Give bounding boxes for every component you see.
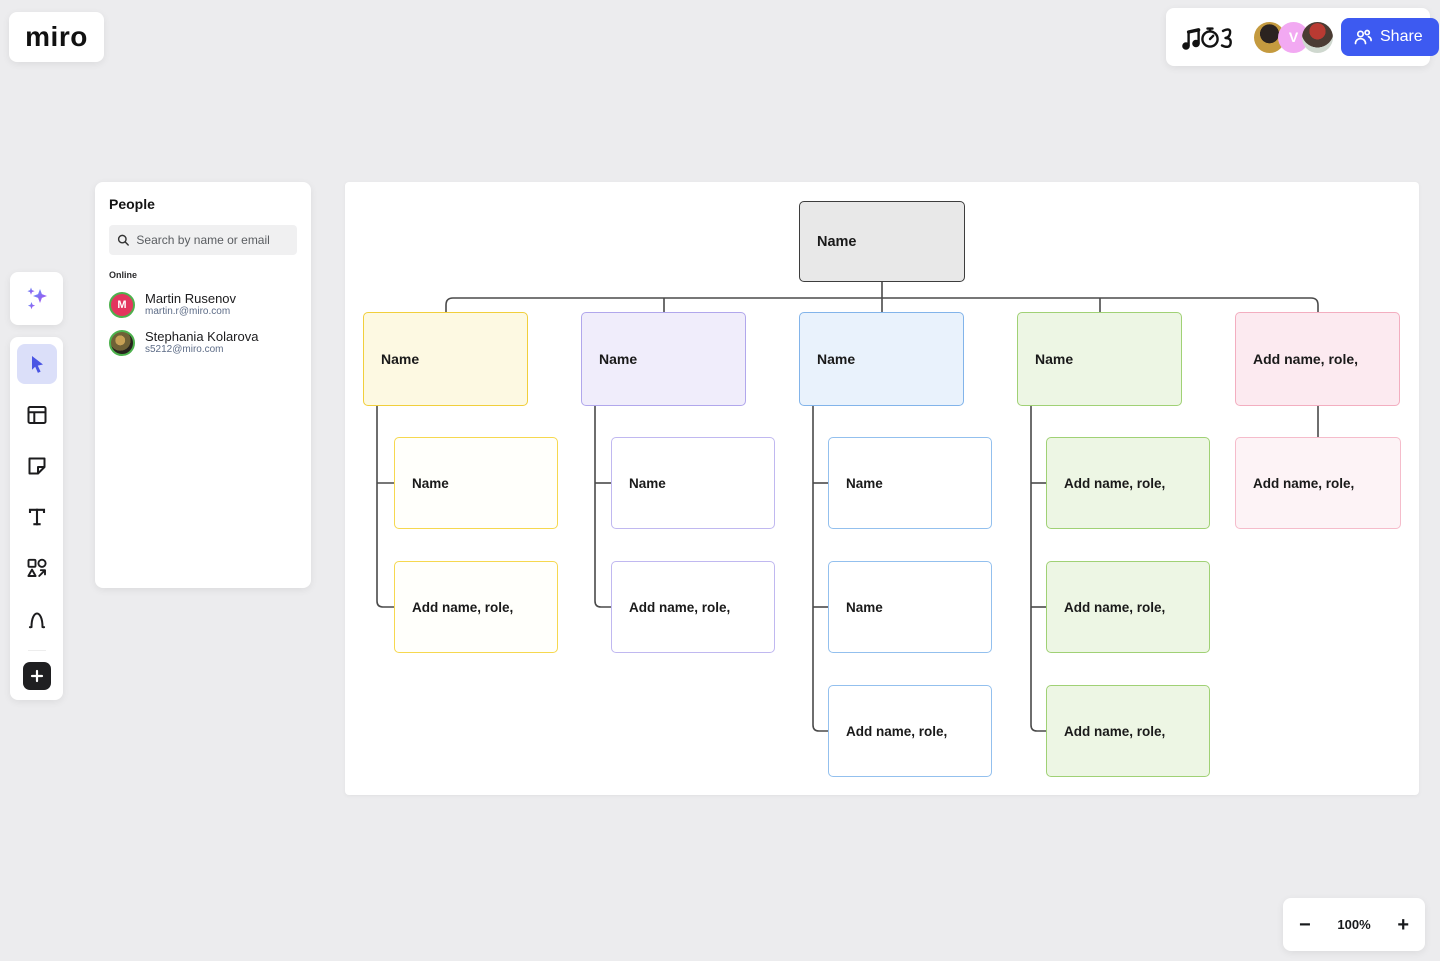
header-right-bar: V Share [1166,8,1439,66]
org-node[interactable]: Add name, role, [1235,312,1400,406]
ai-assistant-button[interactable] [10,272,63,325]
user-row-martin[interactable]: M Martin Rusenov martin.r@miro.com [109,291,297,318]
org-node[interactable]: Name [828,561,992,653]
ai-sparkles-icon [26,287,47,309]
org-node[interactable]: Name [828,437,992,529]
share-button[interactable]: Share [1341,18,1439,56]
people-panel-title: People [109,196,155,212]
org-chart-connectors [376,282,1319,732]
share-button-label: Share [1380,28,1423,45]
toolbar-divider [27,650,46,651]
org-node[interactable]: Name [363,312,528,406]
org-node[interactable]: Add name, role, [394,561,558,653]
user-name: Stephania Kolarova [145,329,259,344]
zoom-in-button[interactable]: + [1397,913,1409,936]
org-node[interactable]: Add name, role, [1235,437,1401,529]
text-tool[interactable] [17,497,57,537]
org-node[interactable]: Add name, role, [828,685,992,777]
user-row-stephania[interactable]: Stephania Kolarova s5212@miro.com [109,329,297,356]
miro-logo-text: miro [25,21,88,52]
org-node[interactable]: Add name, role, [1046,685,1210,777]
miro-logo[interactable]: miro [9,12,104,62]
frames-icon [27,406,46,424]
org-node[interactable]: Add name, role, [1046,561,1210,653]
pen-curve-icon [28,612,45,629]
select-tool[interactable] [16,344,57,384]
org-node[interactable]: Name [1017,312,1182,406]
people-search-box[interactable] [109,225,297,255]
templates-tool[interactable] [17,395,57,435]
search-icon [117,234,129,246]
zoom-controls: − 100% + [1283,898,1425,951]
org-node[interactable]: Name [799,201,965,282]
doodle-music-timer-icon [1182,27,1232,50]
text-icon [28,508,45,526]
avatar [109,329,135,356]
pen-tool[interactable] [17,599,57,639]
avatar: M [109,291,135,318]
org-node[interactable]: Name [581,312,746,406]
org-node[interactable]: Name [394,437,558,529]
people-panel: People Online M Martin Rusenov martin.r@… [95,182,311,588]
main-toolbar [10,337,63,700]
zoom-out-button[interactable]: − [1299,913,1311,936]
org-node[interactable]: Add name, role, [1046,437,1210,529]
org-node[interactable]: Name [799,312,964,406]
collaborator-avatars: V [1254,21,1333,53]
avatar[interactable] [1302,21,1333,53]
sticky-note-icon [28,457,45,475]
org-node[interactable]: Add name, role, [611,561,775,653]
share-people-icon [1354,29,1372,45]
zoom-level[interactable]: 100% [1337,917,1371,932]
plus-icon [30,669,43,683]
user-email: s5212@miro.com [145,344,224,355]
sticky-note-tool[interactable] [17,446,57,486]
shapes-icon [26,558,47,577]
org-node[interactable]: Name [611,437,775,529]
online-section-label: Online [109,270,138,280]
user-email: martin.r@miro.com [145,306,231,317]
people-search-input[interactable] [136,233,289,247]
cursor-icon [31,356,43,373]
add-tool-button[interactable] [22,662,51,690]
shapes-tool[interactable] [17,548,57,588]
user-name: Martin Rusenov [145,291,237,306]
